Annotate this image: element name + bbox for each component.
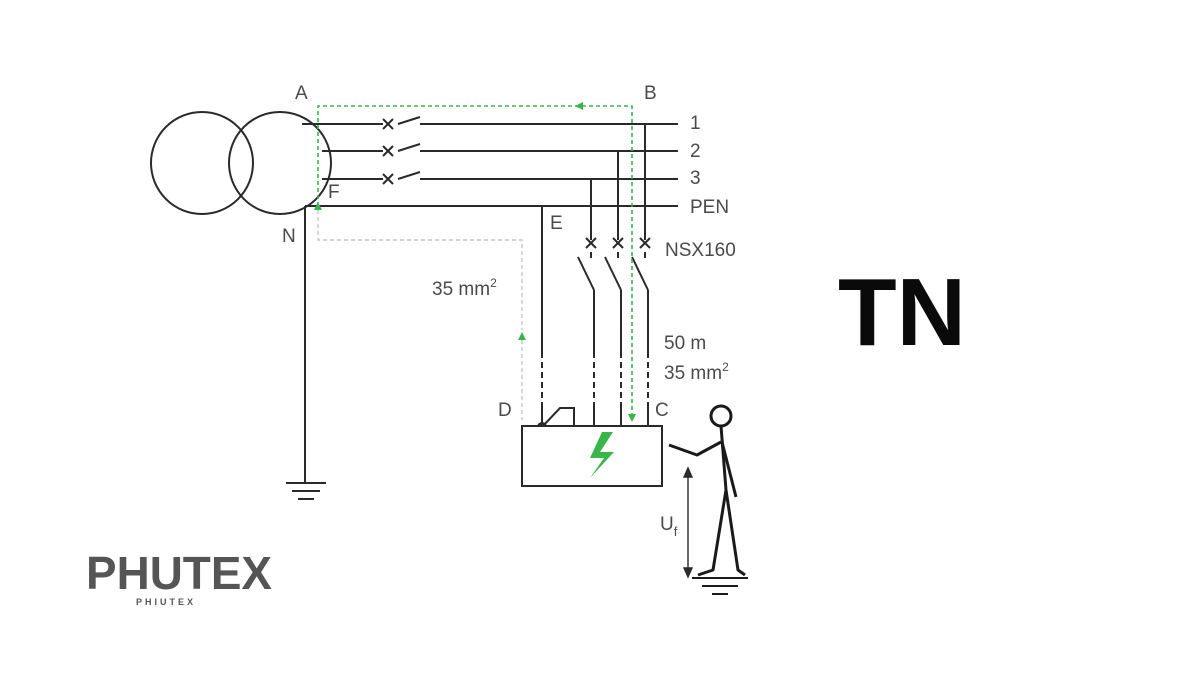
label-a: A	[295, 83, 308, 104]
main-breaker-contacts	[382, 118, 394, 185]
label-e: E	[550, 213, 563, 234]
load-cable	[593, 290, 649, 426]
label-f: F	[328, 182, 340, 203]
label-c: C	[655, 400, 669, 421]
branch-drops	[590, 124, 646, 240]
label-line-2: 2	[690, 141, 701, 162]
label-line-3: 3	[690, 168, 701, 189]
nsx160-breaker	[577, 237, 651, 291]
logo-wordmark: PHUTEX	[86, 547, 272, 599]
phutex-logo: PHUTEX PHIUTEX	[86, 547, 272, 607]
label-pe-section: 35 mm2	[432, 276, 497, 300]
label-d: D	[498, 400, 512, 421]
load-enclosure	[521, 425, 663, 487]
label-line-1: 1	[690, 113, 701, 134]
label-b: B	[644, 83, 657, 104]
logo-subtext: PHIUTEX	[136, 597, 196, 607]
phase-line-2	[322, 143, 678, 152]
label-cable-length: 50 m	[664, 333, 706, 354]
label-touch-voltage: Uf	[660, 514, 678, 539]
label-cable-section: 35 mm2	[664, 360, 729, 384]
transformer-symbol	[150, 111, 332, 215]
label-n: N	[282, 226, 296, 247]
fault-current-path	[314, 102, 636, 422]
phase-line-3	[322, 171, 678, 180]
phase-line-1	[302, 116, 678, 125]
pe-conductor	[537, 206, 575, 432]
label-pen: PEN	[690, 197, 729, 218]
touch-voltage-arrow	[682, 466, 694, 579]
label-breaker: NSX160	[665, 240, 736, 261]
page-title: TN	[838, 259, 966, 366]
person-figure	[668, 404, 748, 595]
fault-lightning-icon	[590, 432, 614, 478]
neutral-earth-wire	[286, 206, 326, 500]
